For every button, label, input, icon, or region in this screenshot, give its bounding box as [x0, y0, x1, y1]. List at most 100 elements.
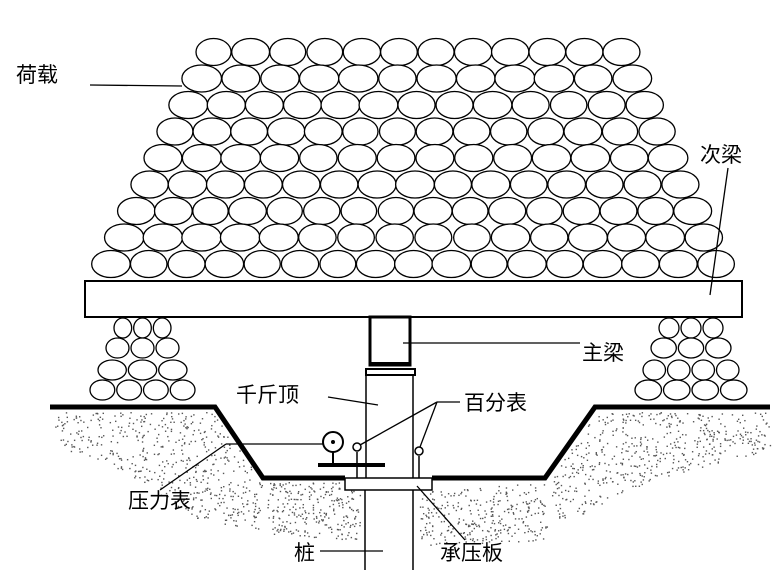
- soil-dot: [428, 512, 430, 514]
- soil-dot: [490, 511, 493, 513]
- stone: [152, 317, 172, 339]
- soil-dot: [560, 465, 563, 467]
- soil-dot: [448, 513, 450, 515]
- soil-dot: [762, 447, 765, 450]
- soil-dot: [577, 445, 579, 447]
- stone: [415, 117, 454, 146]
- soil-dot: [116, 452, 118, 455]
- soil-dot: [304, 488, 306, 491]
- soil-dot: [720, 423, 722, 425]
- stone: [192, 196, 229, 226]
- soil-dot: [497, 500, 500, 502]
- soil-dot: [193, 414, 195, 416]
- soil-dot: [273, 486, 275, 489]
- soil-dot: [615, 463, 618, 465]
- soil-dot: [747, 442, 750, 445]
- soil-dot: [97, 418, 99, 420]
- soil-dot: [184, 442, 186, 444]
- soil-dot: [192, 433, 194, 436]
- soil-dot: [316, 517, 318, 519]
- soil-dot: [653, 454, 655, 457]
- soil-dot: [293, 514, 296, 516]
- soil-dot: [584, 473, 587, 476]
- soil-dot: [142, 466, 144, 469]
- soil-dot: [92, 414, 95, 416]
- soil-dot: [622, 418, 625, 420]
- soil-dot: [644, 464, 646, 466]
- soil-dot: [499, 522, 502, 525]
- stone: [488, 196, 527, 226]
- soil-dot: [201, 505, 203, 507]
- soil-dot: [210, 497, 213, 500]
- stone: [451, 196, 489, 226]
- soil-dot: [612, 434, 614, 436]
- soil-dot: [348, 532, 350, 534]
- soil-dot: [295, 529, 298, 531]
- soil-dot: [310, 494, 312, 496]
- soil-dot: [567, 490, 570, 493]
- soil-dot: [323, 497, 325, 499]
- soil-dot: [282, 521, 284, 523]
- soil-dot: [278, 524, 281, 526]
- soil-dot: [161, 420, 163, 422]
- soil-dot: [241, 503, 244, 505]
- stone: [567, 223, 608, 252]
- soil-dot: [139, 454, 141, 456]
- stone: [677, 337, 705, 359]
- soil-dot: [752, 448, 755, 450]
- soil-dot: [572, 463, 574, 465]
- soil-dot: [277, 506, 279, 509]
- soil-dot: [195, 478, 198, 481]
- soil-dot: [244, 491, 247, 494]
- soil-dot: [354, 538, 357, 540]
- soil-dot: [598, 463, 601, 466]
- stone: [528, 37, 567, 67]
- soil-dot: [444, 536, 446, 538]
- stone: [545, 249, 584, 279]
- soil-dot: [144, 458, 147, 461]
- soil-dot: [601, 432, 604, 434]
- soil-dot: [134, 464, 137, 467]
- soil-dot: [458, 541, 461, 544]
- soil-dot: [536, 497, 539, 500]
- soil-dot: [244, 481, 246, 483]
- soil-dot: [203, 431, 206, 434]
- soil-dot: [190, 440, 192, 443]
- soil-dot: [613, 455, 616, 458]
- soil-dot: [267, 507, 269, 509]
- soil-dot: [621, 448, 624, 450]
- soil-dot: [254, 495, 256, 498]
- soil-dot: [491, 514, 494, 516]
- soil-dot: [211, 424, 213, 427]
- soil-dot: [421, 518, 424, 520]
- soil-dot: [522, 522, 524, 524]
- soil-dot: [430, 534, 432, 537]
- label-secondary-beam: 次梁: [700, 143, 742, 167]
- soil-dot: [171, 415, 173, 418]
- soil-dot: [631, 443, 633, 445]
- soil-dot: [679, 420, 681, 422]
- soil-dot: [580, 442, 583, 445]
- soil-dot: [639, 441, 642, 443]
- soil-dot: [768, 426, 770, 428]
- soil-dot: [639, 472, 641, 475]
- right-support-pile: [634, 317, 748, 401]
- soil-dot: [742, 439, 745, 441]
- soil-dot: [741, 442, 744, 445]
- soil-dot: [426, 499, 428, 502]
- secondary-beam: [84, 280, 743, 318]
- soil-dot: [259, 482, 261, 484]
- soil-dot: [430, 544, 432, 546]
- soil-dot: [205, 436, 208, 438]
- soil-dot: [146, 452, 148, 454]
- soil-dot: [505, 492, 508, 494]
- soil-dot: [308, 485, 310, 488]
- soil-dot: [751, 451, 754, 454]
- soil-dot: [684, 442, 686, 444]
- soil-dot: [602, 419, 604, 421]
- soil-dot: [166, 412, 168, 414]
- soil-dot: [267, 499, 270, 502]
- stone: [433, 170, 473, 199]
- soil-dot: [726, 439, 728, 442]
- stone: [454, 143, 494, 173]
